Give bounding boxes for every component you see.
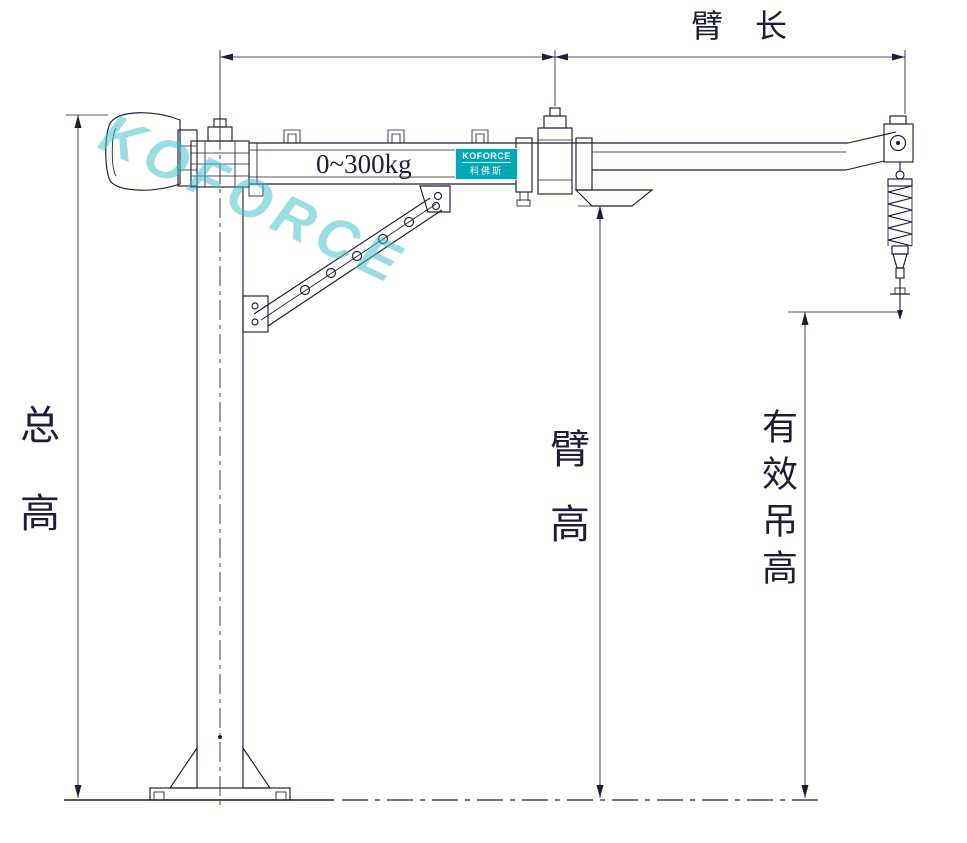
diagonal-brace (242, 185, 451, 333)
drive-unit (105, 112, 198, 191)
dim-effective-height (788, 311, 902, 798)
trolley (515, 107, 654, 207)
spring-balancer (887, 162, 913, 320)
dim-total-height (66, 114, 108, 798)
dim-arm-height (578, 205, 616, 798)
column (149, 118, 291, 801)
dim-arm-length (219, 50, 906, 133)
jib-arm (248, 115, 914, 197)
